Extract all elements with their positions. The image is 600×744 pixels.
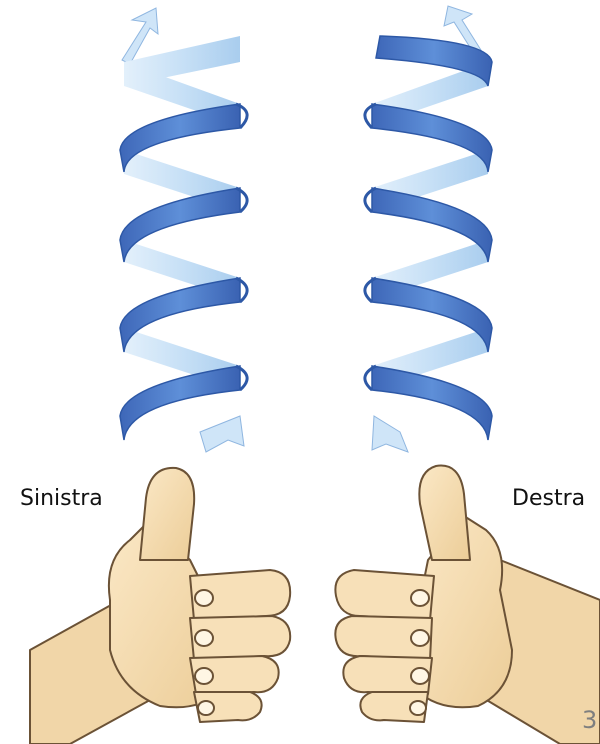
- right-hand-nail: [411, 590, 429, 606]
- left-hand-nail: [195, 630, 213, 646]
- left-helix-bottom-arrow: [200, 416, 244, 452]
- right-helix: [365, 6, 492, 452]
- left-hand-thumb: [140, 468, 194, 560]
- page-number: 3: [582, 708, 597, 732]
- right-hand-nail: [411, 630, 429, 646]
- left-label: Sinistra: [20, 488, 103, 510]
- right-hand-thumb: [419, 466, 470, 560]
- left-helix: [120, 8, 247, 452]
- left-hand-nail: [198, 701, 214, 715]
- left-hand-nail: [195, 668, 213, 684]
- left-hand-nail: [195, 590, 213, 606]
- right-label: Destra: [512, 488, 585, 510]
- right-hand-nail: [411, 668, 429, 684]
- right-helix-bottom-arrow: [372, 416, 408, 452]
- right-hand-nail: [410, 701, 426, 715]
